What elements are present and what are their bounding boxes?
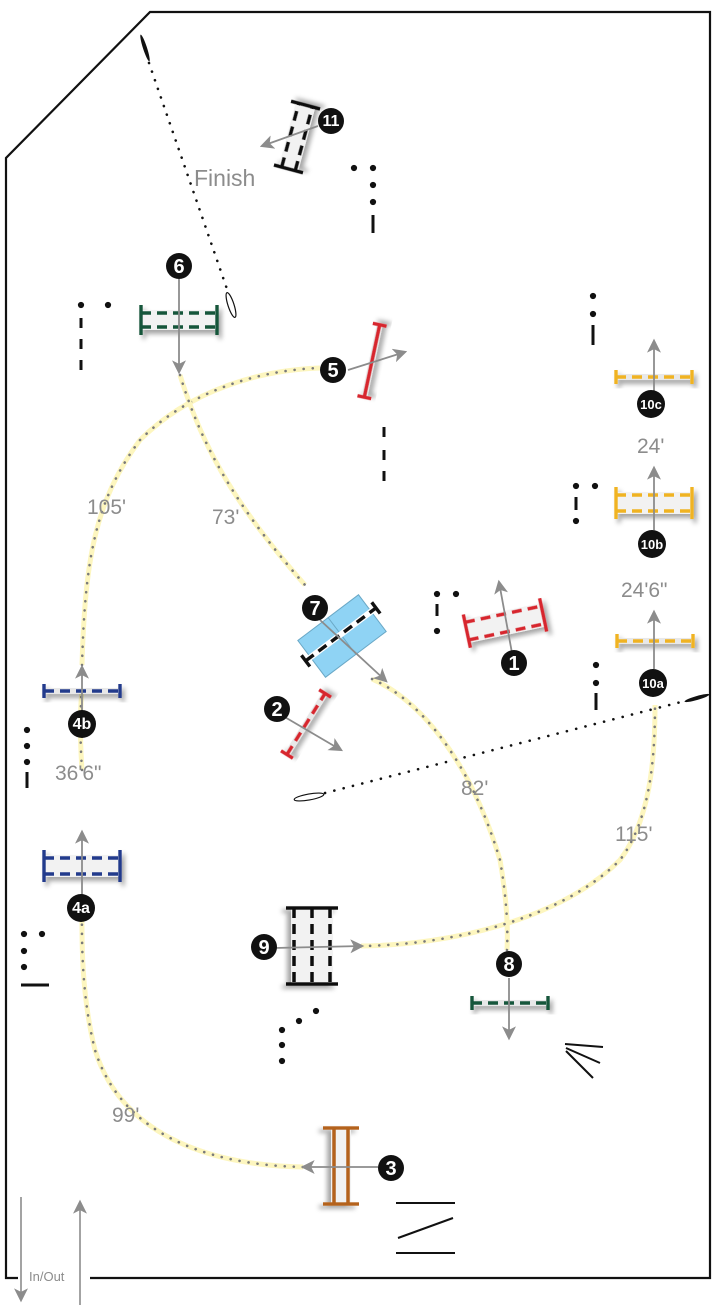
decor-z bbox=[396, 1202, 455, 1254]
jump-number-badge: 7 bbox=[302, 595, 328, 621]
jump-number: 5 bbox=[327, 360, 338, 382]
direction-arrow-icon bbox=[259, 125, 319, 149]
jump-number: 8 bbox=[503, 954, 514, 976]
direction-arrow-icon bbox=[319, 619, 388, 683]
fence-icon bbox=[357, 321, 387, 401]
fence-icon bbox=[297, 594, 387, 678]
jump-number: 4a bbox=[72, 900, 90, 917]
jump-7[interactable]: 7 bbox=[293, 591, 391, 683]
distance-label: 99' bbox=[112, 1104, 139, 1127]
jump-number-badge: 3 bbox=[378, 1155, 404, 1181]
jump-1[interactable]: 1 bbox=[461, 579, 549, 676]
jump-number: 10a bbox=[642, 676, 664, 691]
jump-3[interactable]: 3 bbox=[300, 1126, 404, 1206]
distance-label: 36'6" bbox=[55, 762, 102, 785]
direction-arrow-icon bbox=[347, 348, 408, 371]
jump-number: 1 bbox=[508, 653, 519, 675]
jump-number-badge: 11 bbox=[318, 108, 344, 134]
track-lines bbox=[78, 365, 658, 1170]
fence-icon bbox=[273, 99, 321, 175]
jump-number: 11 bbox=[323, 113, 340, 130]
jump-number: 10c bbox=[640, 397, 662, 412]
jump-number: 2 bbox=[271, 699, 282, 721]
direction-arrow-icon bbox=[494, 579, 513, 654]
distance-label: 82' bbox=[461, 777, 488, 800]
jump-number: 3 bbox=[385, 1158, 396, 1180]
jump-number: 9 bbox=[258, 937, 269, 959]
finish-label: Finish bbox=[194, 165, 255, 191]
distance-labels: 99' 36'6" 105' 73' 82' 115' 24'6" 24' bbox=[55, 435, 668, 1127]
track-line bbox=[80, 898, 305, 1169]
jump-number-badge: 4b bbox=[68, 710, 96, 738]
jump-8[interactable]: 8 bbox=[470, 951, 550, 1041]
jump-number-badge: 1 bbox=[501, 650, 527, 676]
distance-label: 115' bbox=[615, 823, 653, 846]
jump-6[interactable]: 6 bbox=[139, 253, 219, 375]
decor-fan bbox=[564, 1043, 604, 1079]
jump-number-badge: 2 bbox=[264, 696, 290, 722]
distance-label: 24'6" bbox=[621, 579, 668, 602]
distance-label: 105' bbox=[87, 496, 126, 519]
jump-2[interactable]: 2 bbox=[264, 688, 344, 760]
jump-11[interactable]: 11 bbox=[259, 99, 344, 175]
start-timer-line bbox=[293, 693, 710, 802]
distance-label: 73' bbox=[212, 506, 239, 529]
jump-number-badge: 6 bbox=[166, 253, 192, 279]
jump-4b[interactable]: 4b bbox=[42, 664, 122, 738]
jump-number-badge: 4a bbox=[67, 894, 95, 922]
jump-number-badge: 9 bbox=[251, 934, 277, 960]
jump-number-badge: 10c bbox=[637, 390, 665, 418]
finish-timer-line bbox=[140, 34, 237, 318]
direction-arrow-icon bbox=[273, 939, 365, 954]
track-line bbox=[178, 373, 307, 587]
ground-markers bbox=[20, 164, 600, 1065]
track-line bbox=[80, 366, 322, 667]
jump-10c[interactable]: 10c bbox=[614, 338, 694, 418]
jump-number-badge: 10b bbox=[638, 530, 666, 558]
direction-arrow-icon bbox=[282, 715, 344, 752]
track-line bbox=[359, 703, 657, 948]
jump-10b[interactable]: 10b bbox=[614, 465, 694, 558]
arena-boundary bbox=[4, 10, 712, 1280]
track-line-glow bbox=[177, 374, 307, 587]
jump-number: 4b bbox=[73, 716, 92, 733]
distance-label: 24' bbox=[637, 435, 664, 458]
jump-number: 7 bbox=[309, 598, 320, 620]
jump-5[interactable]: 5 bbox=[320, 321, 408, 401]
jump-10a[interactable]: 10a bbox=[615, 609, 695, 697]
jump-number-badge: 5 bbox=[320, 357, 346, 383]
fence-icon bbox=[615, 634, 695, 648]
in-out-gate: In/Out bbox=[14, 1197, 87, 1305]
fence-icon bbox=[323, 1126, 359, 1206]
jump-number: 10b bbox=[641, 537, 663, 552]
fence-icon bbox=[461, 597, 549, 649]
jump-number-badge: 8 bbox=[496, 951, 522, 977]
jump-number-badge: 10a bbox=[639, 669, 667, 697]
track-line bbox=[370, 677, 509, 952]
jump-9[interactable]: 9 bbox=[251, 906, 365, 986]
jump-number: 6 bbox=[173, 256, 184, 278]
fence-icon bbox=[280, 688, 332, 760]
in-out-label: In/Out bbox=[29, 1269, 65, 1284]
track-line-glow bbox=[370, 676, 510, 951]
fence-icon bbox=[470, 996, 550, 1010]
jump-4a[interactable]: 4a bbox=[42, 829, 122, 922]
